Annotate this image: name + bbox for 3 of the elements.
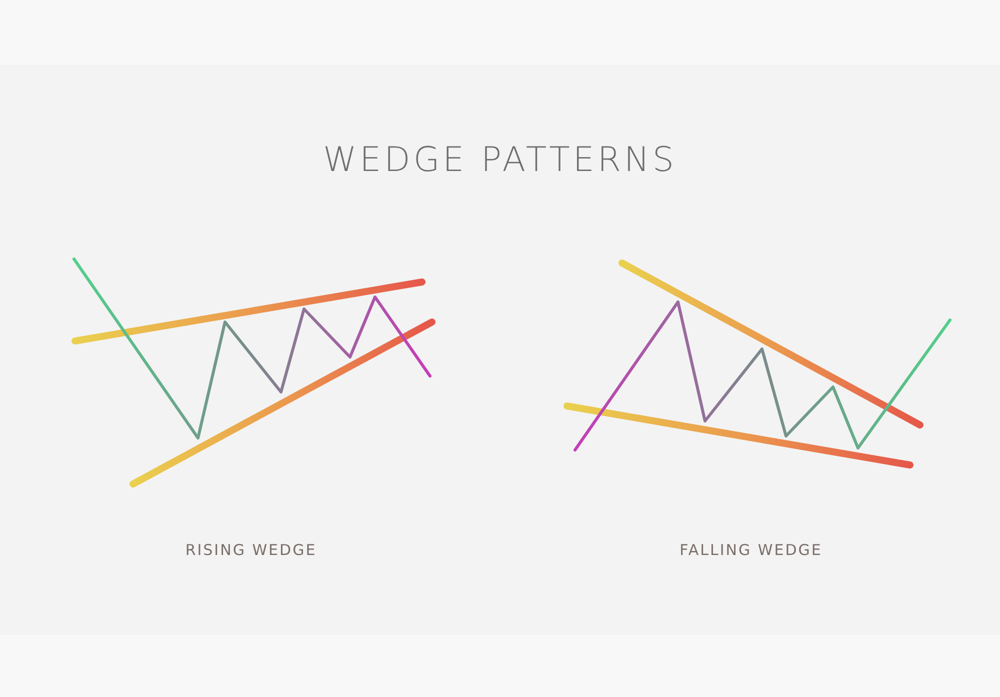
pattern-label: RISING WEDGE	[185, 541, 317, 559]
pattern-label: FALLING WEDGE	[680, 541, 822, 559]
title: WEDGE PATTERNS	[323, 140, 677, 180]
